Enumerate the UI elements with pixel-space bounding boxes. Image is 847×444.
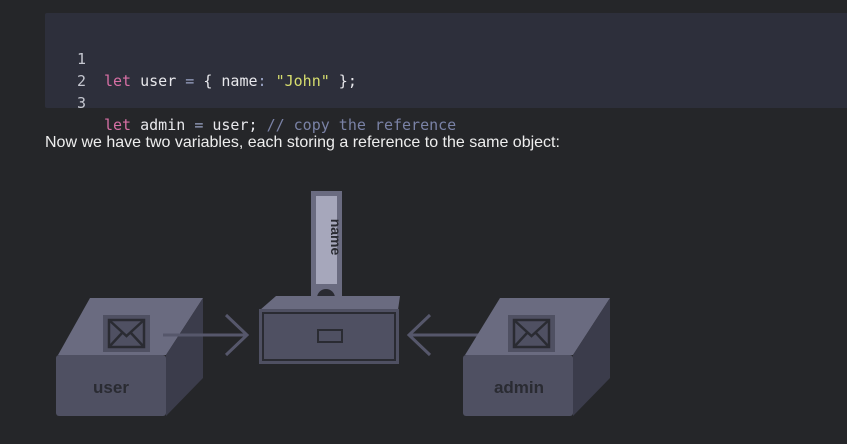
- line-number: 3: [76, 94, 86, 112]
- cabinet-top: [260, 296, 400, 310]
- cabinet-folder-inner: [316, 196, 337, 284]
- cabinet-drawer: [259, 309, 399, 364]
- object-cabinet: name: [259, 191, 400, 364]
- admin-box-label: admin: [494, 378, 544, 397]
- code-line-1: 1 let user = { name: "John" };: [45, 26, 357, 90]
- admin-box-side: [573, 298, 610, 416]
- line-number: 1: [76, 50, 86, 68]
- code-block: 1 let user = { name: "John" }; 2 3 let a…: [45, 13, 847, 134]
- admin-box: admin: [463, 298, 610, 416]
- arrow-right: [163, 313, 250, 357]
- line-number: 2: [76, 72, 86, 90]
- user-box-label: user: [93, 378, 129, 397]
- code-line-2: 2: [45, 48, 86, 90]
- code-text: let user = { name: "John" };: [104, 72, 357, 90]
- user-box-front: [56, 355, 166, 416]
- cabinet-drawer-outline: [262, 312, 396, 361]
- admin-box-front: [463, 355, 573, 416]
- explanation-paragraph: Now we have two variables, each storing …: [45, 134, 560, 151]
- cabinet-handle: [317, 329, 343, 343]
- user-box: user: [56, 298, 203, 416]
- cabinet-label: name: [328, 219, 344, 256]
- user-box-side: [166, 298, 203, 416]
- code-text: let admin = user; // copy the reference: [104, 116, 457, 134]
- code-line-3: 3 let admin = user; // copy the referenc…: [45, 70, 456, 134]
- envelope-icon: [508, 315, 555, 352]
- envelope-icon: [103, 315, 150, 352]
